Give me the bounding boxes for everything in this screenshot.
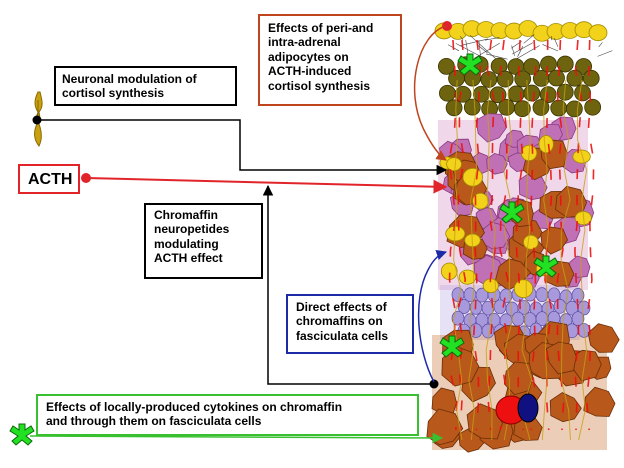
adipocyte-cell — [538, 135, 554, 154]
nerve-fiber — [521, 79, 533, 441]
capsule-fiber — [476, 43, 488, 54]
glomerulosa-cell — [523, 84, 541, 102]
adipocyte-cell — [458, 269, 477, 285]
periadrenal-arrow — [413, 21, 452, 161]
capsule-fiber — [459, 36, 464, 41]
adipocyte-cell — [472, 192, 489, 210]
direct-effects-label: Direct effects of chromaffins on fascicu… — [286, 294, 414, 354]
label-line: Neuronal modulation of — [62, 72, 197, 86]
label-line: ACTH — [28, 171, 73, 188]
adipocyte-cell — [513, 279, 534, 299]
glomerulosa-cell — [439, 84, 456, 102]
glomerulosa-cell — [498, 98, 515, 116]
capsule-fiber — [460, 38, 488, 46]
label-line: fasciculata cells — [296, 328, 389, 343]
glomerulosa-cell — [463, 98, 481, 116]
nerve-fiber — [468, 79, 478, 441]
label-line: Direct effects of — [296, 300, 387, 314]
glomerulosa-cell — [582, 69, 600, 87]
label-line: adipocytes on — [268, 49, 349, 64]
label-line: and through them on fasciculata cells — [46, 414, 262, 429]
capsule-fiber — [553, 37, 559, 47]
direct-effects-arrow — [417, 250, 447, 383]
glomerulosa-cell — [550, 99, 568, 117]
label-line: Effects of locally-produced cytokines on… — [46, 400, 343, 414]
cytokine-effects-label: Effects of locally-produced cytokines on… — [36, 394, 419, 436]
glomerulosa-cell — [584, 98, 602, 116]
capsule-fiber — [598, 42, 603, 48]
glomerulosa-cell — [574, 84, 591, 102]
glomerulosa-cell — [540, 55, 557, 73]
label-line: chromaffins on — [296, 314, 383, 329]
reticularis-cell — [511, 311, 525, 327]
cytokine-icon — [9, 423, 35, 446]
glomerulosa-cell — [532, 99, 550, 116]
capsule-fiber — [514, 45, 540, 61]
chromaffin-cell — [549, 392, 582, 423]
adipocyte-cell — [523, 234, 539, 250]
capsule-fiber — [511, 45, 515, 56]
cytokines-arrow — [29, 432, 444, 444]
capsule-fiber — [523, 34, 535, 44]
glomerulosa-cell — [513, 100, 531, 118]
adipocyte-cell — [462, 167, 483, 187]
nerve-fiber — [503, 79, 513, 441]
label-line: ACTH effect — [154, 251, 223, 266]
periadrenal-adipocytes-label: Effects of peri-and intra-adrenal adipoc… — [258, 14, 402, 106]
chromaffin-cell — [466, 403, 503, 440]
label-line: cortisol synthesis — [62, 86, 165, 101]
capsule-fiber — [517, 46, 524, 57]
nerve-fiber — [485, 79, 497, 441]
label-line: Effects of peri-and — [268, 21, 374, 35]
chromaffin-cell — [587, 323, 620, 353]
glomerulosa-cell — [514, 70, 532, 88]
glomerulosa-cell — [565, 100, 583, 118]
glomerulosa-cell — [496, 70, 514, 88]
adipocyte-cell — [572, 149, 591, 164]
capsule-fiber — [512, 42, 534, 55]
adipocyte-cell — [446, 157, 462, 172]
capsule-fiber — [478, 40, 481, 58]
nerve-fiber — [452, 79, 463, 441]
glomerulosa-cell — [539, 86, 557, 104]
glomerulosa-cell — [445, 99, 463, 117]
acth-label: ACTH — [18, 164, 80, 194]
neuronal-arrow — [32, 115, 448, 176]
label-line: neuropetides — [154, 222, 230, 237]
capsule-fiber — [597, 50, 613, 57]
adrenal-cortex-column — [426, 18, 620, 453]
label-line: intra-adrenal — [268, 35, 341, 50]
label-line: Chromaffin — [154, 208, 218, 222]
glomerulosa-cell — [566, 69, 584, 87]
label-line: modulating — [154, 236, 219, 251]
capsule-fiber — [485, 53, 508, 60]
capsule-fiber — [484, 37, 500, 41]
fasciculata-cell — [486, 152, 508, 175]
neuronal-modulation-label: Neuronal modulation of cortisol synthesi… — [54, 66, 237, 106]
chromaffin-neuropeptides-label: Chromaffin neuropetides modulating ACTH … — [144, 203, 263, 279]
capsule-fiber — [542, 44, 559, 52]
label-line: cortisol synthesis — [268, 78, 371, 93]
medullary-vein — [517, 393, 539, 423]
adipocyte-cell — [588, 24, 608, 42]
acth-arrow — [81, 173, 448, 194]
label-line: ACTH-induced — [268, 64, 352, 79]
glomerulosa-cell — [548, 69, 565, 87]
nerve-fiber — [560, 79, 571, 441]
chromaffin-arrow — [262, 184, 439, 389]
nerve-fiber — [576, 79, 588, 441]
glomerulosa-cell — [556, 55, 574, 73]
